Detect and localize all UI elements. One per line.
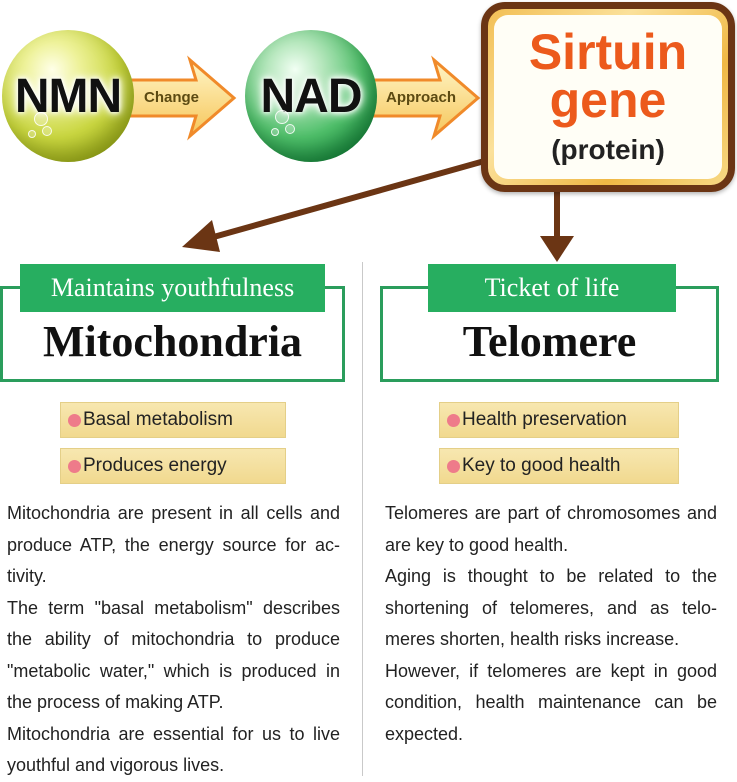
- bullet-health-preservation: Health preservation: [439, 402, 679, 438]
- bullet-dot: [68, 414, 81, 427]
- telomere-description: Telomeres are part of chromosomes and ar…: [385, 498, 717, 750]
- mitochondria-description: Mitochondria are present in all cells an…: [7, 498, 340, 782]
- bullet-label: Produces energy: [83, 455, 227, 476]
- sirtuin-gene-box: Sirtuin gene (protein): [481, 2, 735, 192]
- bullet-key-to-good-health: Key to good health: [439, 448, 679, 484]
- paragraph: The term "basal metabolism" describes th…: [7, 597, 340, 713]
- telomere-tag: Ticket of life: [428, 264, 676, 312]
- approach-label: Approach: [386, 89, 457, 106]
- bullet-dot: [68, 460, 81, 473]
- change-label: Change: [144, 89, 200, 106]
- mitochondria-title: Mitochondria: [42, 317, 303, 366]
- paragraph: Aging is thought to be related to the sh…: [385, 566, 717, 649]
- paragraph: Telomeres are part of chromosomes and ar…: [385, 503, 717, 555]
- bullet-basal-metabolism: Basal metabolism: [60, 402, 286, 438]
- column-divider: [362, 262, 363, 776]
- bullet-produces-energy: Produces energy: [60, 448, 286, 484]
- arrow-to-mitochondria: [209, 157, 489, 241]
- bullet-label: Basal metabolism: [83, 409, 233, 430]
- approach-arrow: [368, 55, 481, 141]
- bullet-dot: [447, 414, 460, 427]
- bullet-label: Health preservation: [462, 409, 627, 430]
- mitochondria-tag: Maintains youthfulness: [20, 264, 325, 312]
- sirtuin-title-line1: Sirtuin: [528, 24, 688, 80]
- nad-sphere: NAD: [245, 30, 377, 162]
- bullet-dot: [447, 460, 460, 473]
- bullet-label: Key to good health: [462, 455, 621, 476]
- nmn-label: NMN: [14, 69, 122, 123]
- telomere-title: Telomere: [462, 317, 637, 366]
- sirtuin-title-line2: gene: [549, 72, 667, 128]
- paragraph: Mitochondria are present in all cells an…: [7, 503, 340, 586]
- paragraph: Mitochondria are essential for us to liv…: [7, 723, 340, 776]
- paragraph: However, if telomeres are kept in good c…: [385, 660, 717, 744]
- sirtuin-subtitle: (protein): [551, 134, 665, 165]
- nmn-sphere: NMN: [2, 30, 134, 162]
- change-arrow: [124, 55, 237, 141]
